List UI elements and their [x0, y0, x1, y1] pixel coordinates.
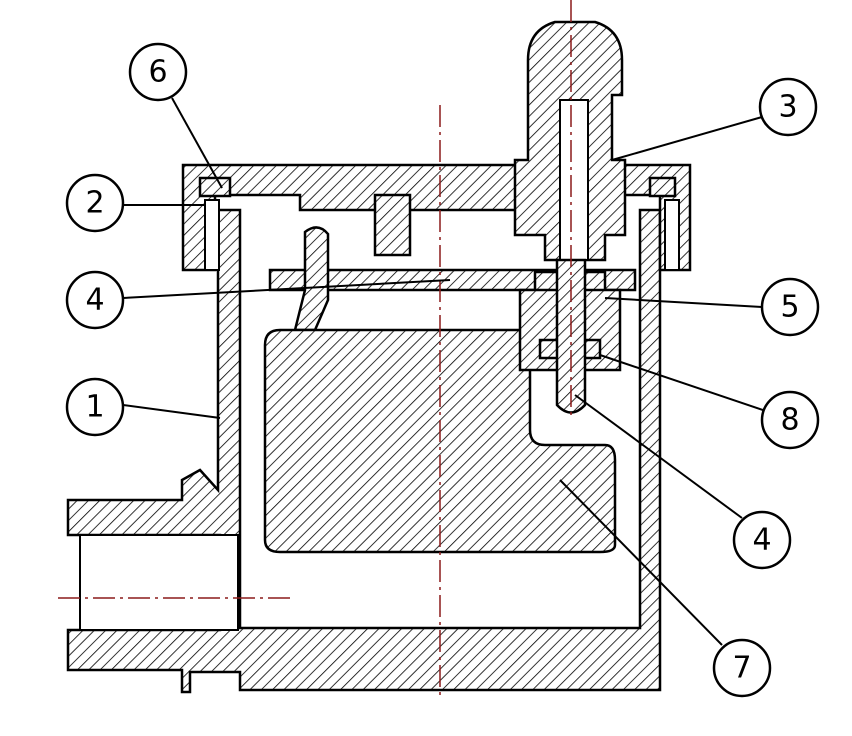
balloon-4a: 4 [65, 270, 125, 330]
balloon-label: 7 [732, 651, 751, 686]
balloon-7: 7 [712, 638, 772, 698]
body-housing [66, 208, 662, 694]
balloon-1: 1 [65, 377, 125, 437]
balloon-4b: 4 [732, 510, 792, 570]
leader-lines [122, 97, 764, 646]
cover-cap [181, 163, 692, 272]
balloon-5: 5 [760, 277, 820, 337]
balloon-label: 8 [780, 403, 799, 438]
balloon-6: 6 [128, 42, 188, 102]
balloon-label: 4 [85, 283, 104, 318]
balloon-3: 3 [758, 77, 818, 137]
balloon-2: 2 [65, 173, 125, 233]
balloon-label: 6 [148, 55, 167, 90]
balloon-8: 8 [760, 390, 820, 450]
valve-assembly [513, 20, 627, 414]
balloon-label: 4 [752, 523, 771, 558]
balloon-label: 3 [778, 90, 797, 125]
centerlines [58, 0, 572, 695]
balloon-label: 1 [85, 390, 104, 425]
balloon-label: 5 [780, 290, 799, 325]
balloon-label: 2 [85, 186, 104, 221]
